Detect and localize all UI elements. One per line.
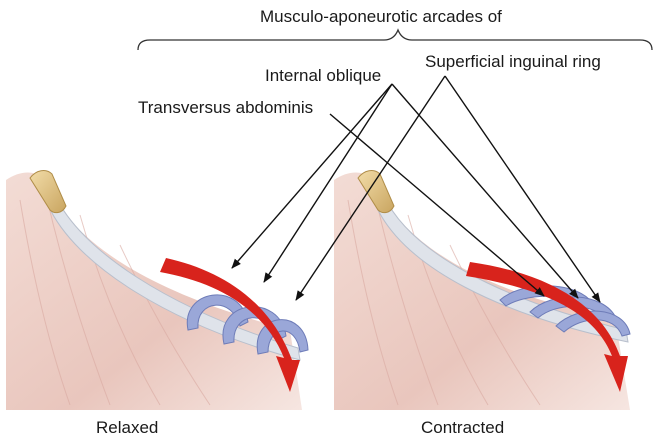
title-brace [138,30,652,50]
contracted-panel [334,171,630,410]
relaxed-panel [6,171,308,410]
superficial-inguinal-ring-label: Superficial inguinal ring [425,52,601,72]
transversus-abdominis-label: Transversus abdominis [138,98,313,118]
pointer-ring-right [445,76,600,302]
internal-oblique-label: Internal oblique [265,66,381,86]
relaxed-caption: Relaxed [96,418,158,438]
contracted-caption: Contracted [421,418,504,438]
arcades-title: Musculo-aponeurotic arcades of [260,7,502,27]
